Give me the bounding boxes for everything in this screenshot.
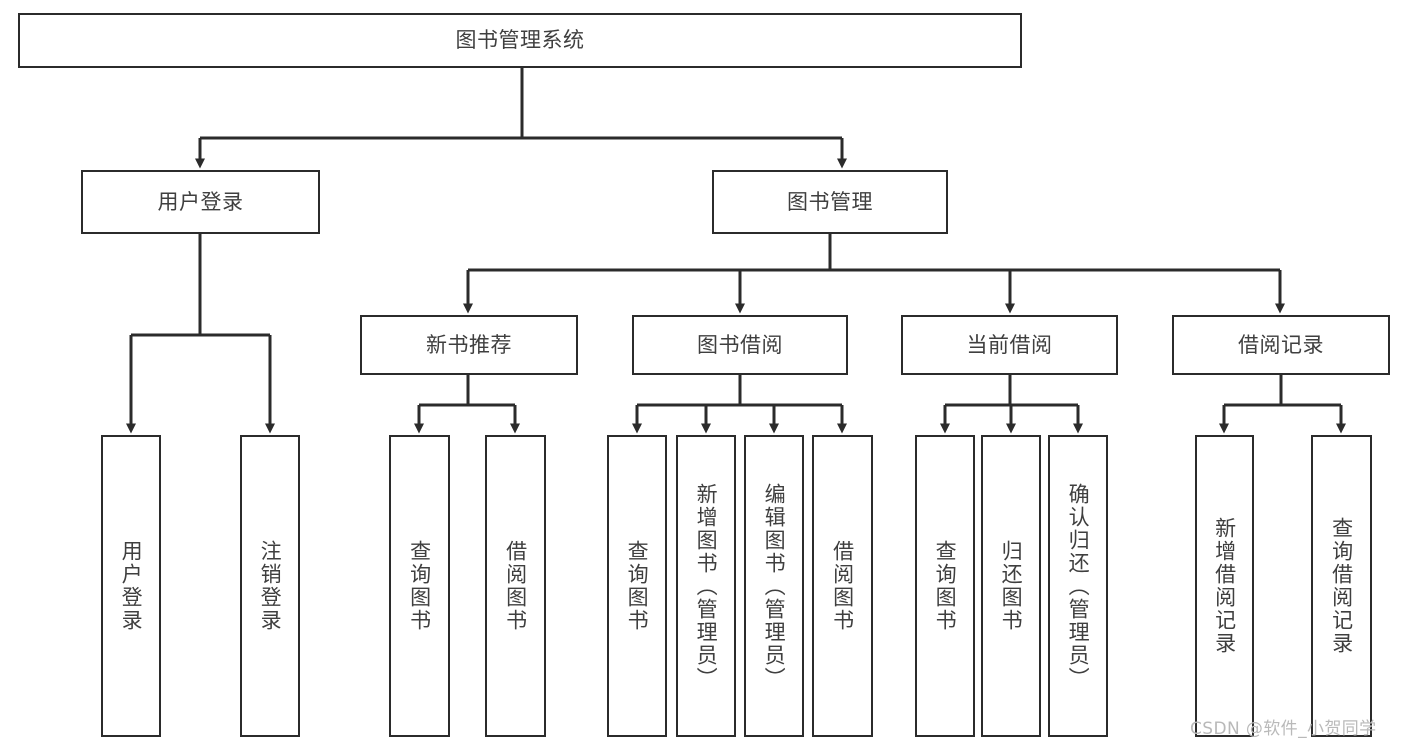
leaf-current-borrow-confirm-return-admin[interactable]: 确认归还（管理员）	[1048, 435, 1108, 737]
node-label: 图书借阅	[697, 332, 783, 357]
node-label: 新增借阅记录	[1212, 517, 1237, 655]
node-root-book-management-system[interactable]: 图书管理系统	[18, 13, 1022, 68]
node-label: 图书管理	[787, 189, 873, 214]
node-borrow-record[interactable]: 借阅记录	[1172, 315, 1390, 375]
node-label: 编辑图书（管理员）	[762, 482, 787, 690]
node-label: 查询图书	[933, 540, 958, 632]
leaf-book-borrow-query-book[interactable]: 查询图书	[607, 435, 667, 737]
node-label: 查询图书	[625, 540, 650, 632]
leaf-book-borrow-edit-book-admin[interactable]: 编辑图书（管理员）	[744, 435, 804, 737]
node-label: 借阅图书	[503, 540, 528, 632]
watermark: CSDN @软件_小贺同学	[1190, 719, 1377, 739]
leaf-user-login-logout[interactable]: 注销登录	[240, 435, 300, 737]
node-current-borrow[interactable]: 当前借阅	[901, 315, 1118, 375]
node-label: 新增图书（管理员）	[694, 482, 719, 690]
node-book-borrow[interactable]: 图书借阅	[632, 315, 848, 375]
node-label: 用户登录	[119, 540, 144, 632]
node-label: 用户登录	[157, 189, 244, 214]
node-book-management[interactable]: 图书管理	[712, 170, 948, 234]
leaf-new-book-borrow-book[interactable]: 借阅图书	[485, 435, 546, 737]
node-label: 注销登录	[258, 540, 283, 632]
node-label: 查询图书	[407, 540, 432, 632]
leaf-current-borrow-query-book[interactable]: 查询图书	[915, 435, 975, 737]
node-label: 借阅图书	[830, 540, 855, 632]
leaf-new-book-query-book[interactable]: 查询图书	[389, 435, 450, 737]
node-label: 归还图书	[999, 540, 1024, 632]
leaf-current-borrow-return-book[interactable]: 归还图书	[981, 435, 1041, 737]
node-label: 新书推荐	[426, 332, 512, 357]
leaf-book-borrow-borrow-book[interactable]: 借阅图书	[812, 435, 873, 737]
leaf-borrow-record-query-record[interactable]: 查询借阅记录	[1311, 435, 1372, 737]
node-label: 确认归还（管理员）	[1066, 482, 1091, 690]
node-label: 图书管理系统	[455, 28, 585, 53]
node-new-book-recommend[interactable]: 新书推荐	[360, 315, 578, 375]
leaf-book-borrow-add-book-admin[interactable]: 新增图书（管理员）	[676, 435, 736, 737]
node-user-login[interactable]: 用户登录	[81, 170, 320, 234]
node-label: 借阅记录	[1238, 332, 1324, 357]
node-label: 当前借阅	[966, 332, 1053, 357]
node-label: 查询借阅记录	[1329, 517, 1354, 655]
leaf-user-login-login[interactable]: 用户登录	[101, 435, 161, 737]
leaf-borrow-record-add-record[interactable]: 新增借阅记录	[1195, 435, 1254, 737]
